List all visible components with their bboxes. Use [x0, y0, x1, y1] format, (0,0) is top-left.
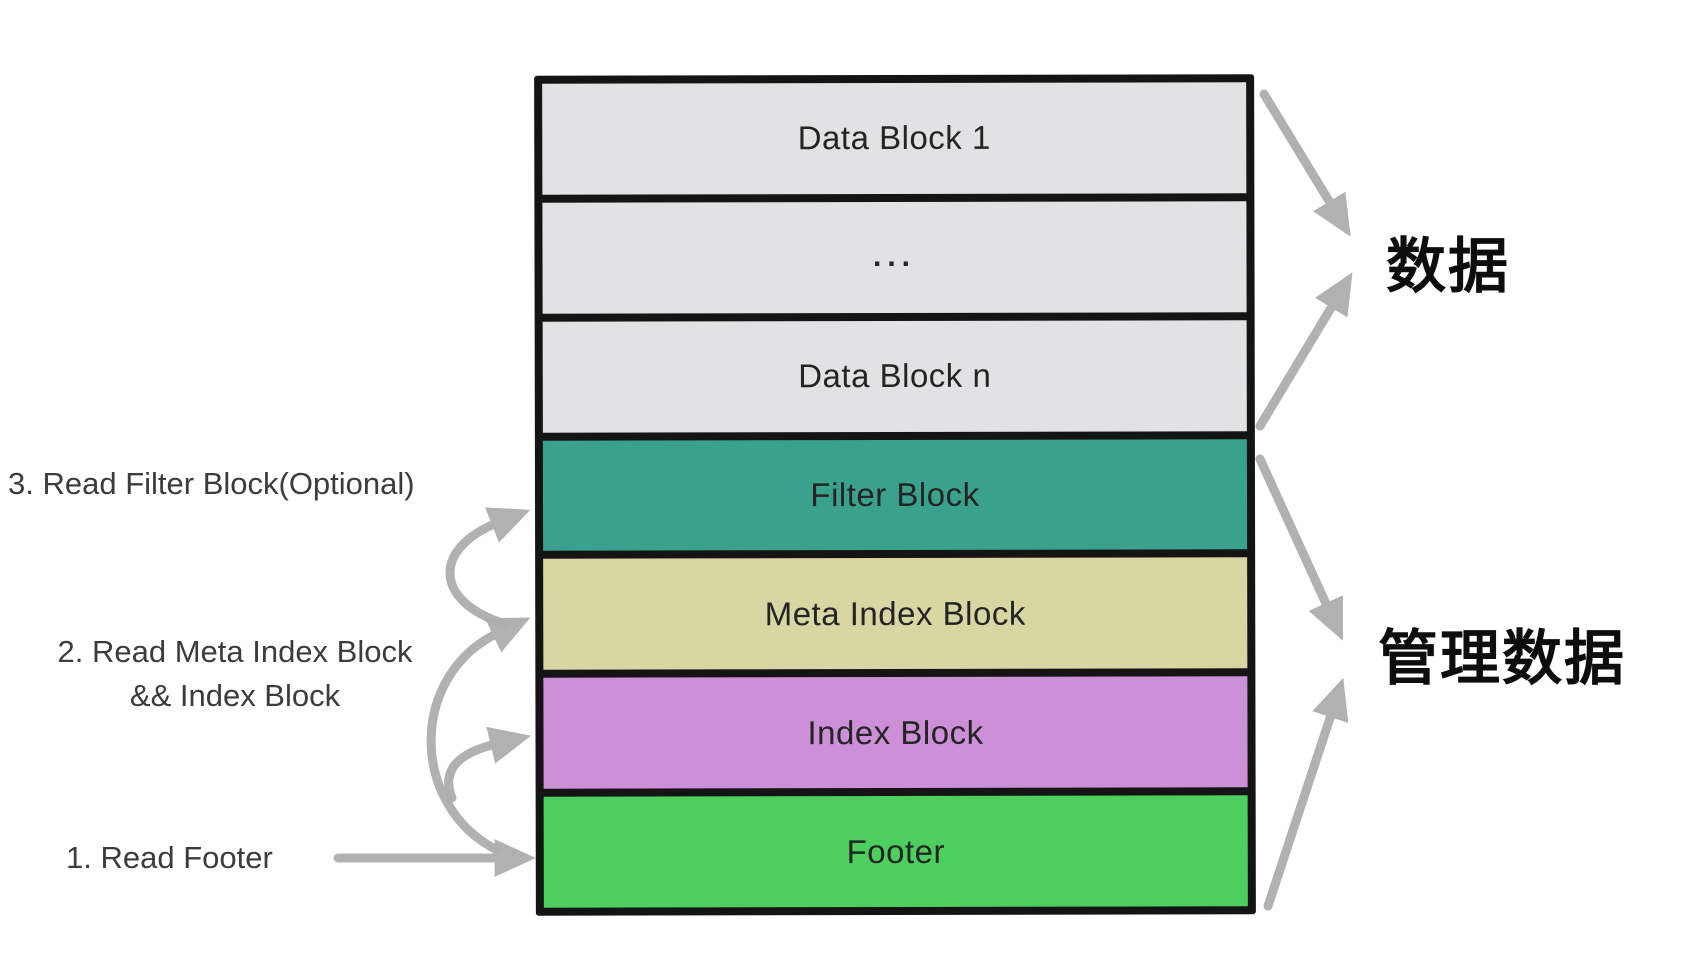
block-row-meta-index-block: Meta Index Block [543, 557, 1248, 671]
block-row-footer: Footer [543, 795, 1248, 908]
arrow-footer-to-index-branch [444, 726, 532, 803]
block-row-data-block-1: Data Block 1 [542, 82, 1247, 195]
step-3-read-filter-label: 3. Read Filter Block(Optional) [8, 466, 415, 501]
block-row-filter-block: Filter Block [542, 438, 1248, 552]
step-2-line-1: 2. Read Meta Index Block [57, 634, 413, 669]
block-row-index-block: Index Block [543, 676, 1248, 789]
block-row-data-block-n: Data Block n [542, 319, 1247, 433]
management-data-group-label: 管理数据 [1378, 625, 1626, 692]
arrow-data-block-1-to-data-label [1259, 89, 1351, 237]
block-row-ellipsis: ... [542, 201, 1247, 314]
step-2-line-2: && Index Block [129, 678, 341, 713]
arrow-data-block-n-to-data-label [1255, 272, 1353, 431]
arrow-filter-block-to-management-label [1255, 454, 1343, 641]
step-1-read-footer-label: 1. Read Footer [66, 840, 273, 875]
data-group-label: 数据 [1386, 233, 1510, 300]
sstable-box: Data Block 1 ... Data Block n Filter Blo… [534, 74, 1256, 916]
step-2-read-meta-index-label: 2. Read Meta Index Block && Index Block [22, 630, 448, 718]
arrow-meta-to-filter-curve [445, 507, 531, 629]
arrow-footer-to-management-label [1263, 677, 1349, 911]
